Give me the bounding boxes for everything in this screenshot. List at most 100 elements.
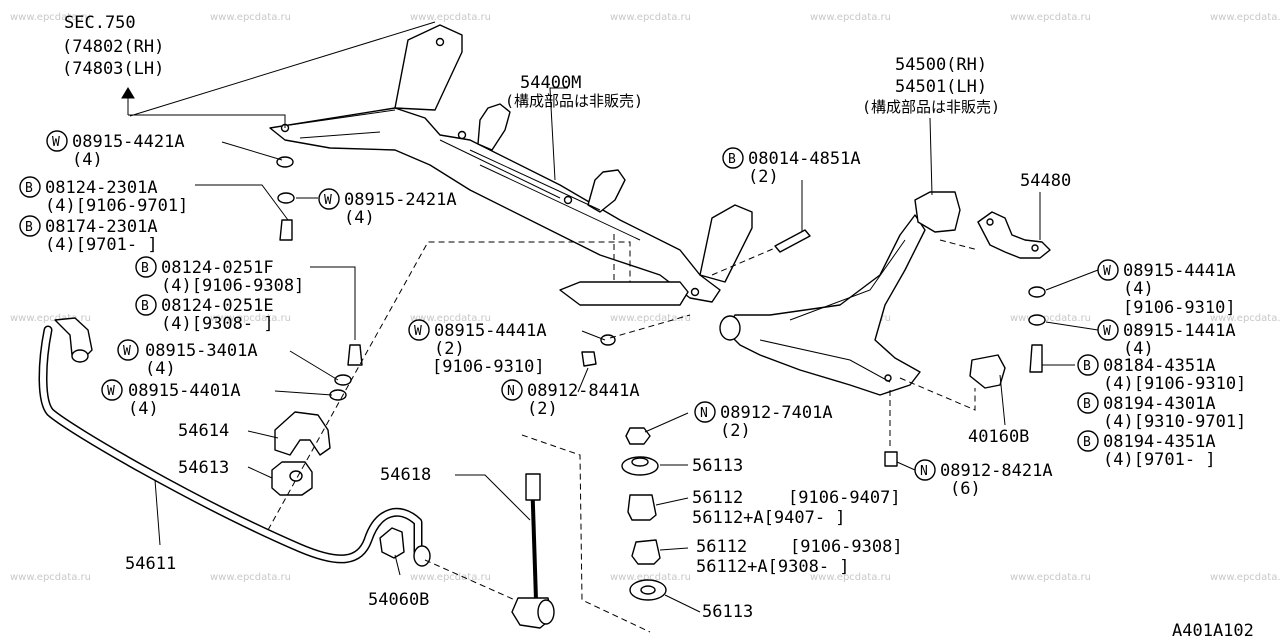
- svg-text:(4)[9701- ]: (4)[9701- ]: [45, 235, 158, 255]
- link-rod-drawing: [379, 473, 555, 629]
- svg-text:W: W: [324, 193, 332, 208]
- svg-text:08194-4351A: 08194-4351A: [1103, 432, 1216, 452]
- watermark: www.epcdata.ru: [1210, 572, 1280, 583]
- dashed-leaders: [267, 234, 979, 633]
- label-b-08124-0251f: B 08124-0251F (4)[9106-9308]: [135, 256, 304, 296]
- svg-text:08915-2421A: 08915-2421A: [344, 190, 457, 210]
- svg-text:(2): (2): [434, 339, 465, 359]
- watermarks: www.epcdata.ru www.epcdata.ru www.epcdat…: [10, 12, 1280, 583]
- crossmember-callout: 54400M (構成部品は非販売): [505, 73, 643, 110]
- svg-text:[9106-9310]: [9106-9310]: [1123, 298, 1236, 318]
- label-b-08194-4351a: B 08194-4351A (4)[9701- ]: [1077, 430, 1216, 470]
- svg-text:08124-0251E: 08124-0251E: [161, 296, 274, 316]
- svg-text:08124-2301A: 08124-2301A: [45, 178, 158, 198]
- label-b-08194-4301a: B 08194-4301A (4)[9310-9701]: [1077, 392, 1246, 432]
- sec-ref-rh: (74802(RH): [62, 37, 164, 57]
- sec-ref-line: SEC.750: [64, 13, 136, 33]
- label-w-08915-1441a: W 08915-1441A (4): [1097, 319, 1236, 359]
- svg-text:08915-4441A: 08915-4441A: [1123, 261, 1236, 281]
- svg-text:(4): (4): [1123, 279, 1154, 299]
- label-w-08915-4441a-right: W 08915-4441A (4) [9106-9310]: [1097, 259, 1236, 318]
- svg-text:B: B: [141, 261, 149, 276]
- svg-text:B: B: [1083, 359, 1091, 374]
- svg-text:W: W: [1103, 324, 1111, 339]
- svg-text:B: B: [1083, 435, 1091, 450]
- crossmember-drawing: [269, 24, 753, 306]
- svg-text:(4)[9308- ]: (4)[9308- ]: [161, 314, 274, 334]
- bracket-54480-drawing: [977, 211, 1051, 259]
- svg-text:B: B: [728, 152, 736, 167]
- part-56113-top-label: 56113: [692, 456, 743, 476]
- svg-text:56112: 56112: [696, 537, 747, 557]
- part-56113-bottom-label: 56113: [702, 602, 753, 622]
- svg-text:W: W: [107, 384, 115, 399]
- part-54614-label: 54614: [178, 421, 229, 441]
- label-b-08174-2301a: B 08174-2301A (4)[9701- ]: [19, 215, 158, 255]
- svg-text:(4): (4): [145, 359, 176, 379]
- bushing-clamp-drawing: [271, 411, 331, 496]
- stabilizer-bar-drawing: [38, 317, 431, 567]
- svg-text:[9106-9310]: [9106-9310]: [432, 357, 545, 377]
- label-n-08912-8441a: N 08912-8441A (2): [501, 379, 640, 419]
- label-n-08912-8421a: N 08912-8421A (6): [914, 459, 1053, 499]
- label-w-08915-4421a: W 08915-4421A (4): [46, 130, 185, 170]
- watermark: www.epcdata.ru: [410, 572, 491, 583]
- label-b-08014-4851a: B 08014-4851A (2): [722, 147, 861, 187]
- watermark: www.epcdata.ru: [1010, 12, 1091, 23]
- svg-text:08184-4351A: 08184-4351A: [1103, 356, 1216, 376]
- watermark: www.epcdata.ru: [410, 12, 491, 23]
- label-w-08915-4401a: W 08915-4401A (4): [101, 379, 241, 419]
- control-arm-lh: 54501(LH): [895, 77, 987, 97]
- label-b-08124-0251e: B 08124-0251E (4)[9308- ]: [135, 294, 274, 334]
- svg-text:B: B: [141, 299, 149, 314]
- svg-text:(4): (4): [344, 208, 375, 228]
- svg-text:08124-0251F: 08124-0251F: [161, 258, 274, 278]
- watermark: www.epcdata.ru: [10, 572, 91, 583]
- svg-text:56112: 56112: [692, 488, 743, 508]
- crossmember-note: (構成部品は非販売): [505, 92, 643, 110]
- watermark: www.epcdata.ru: [610, 572, 691, 583]
- svg-text:08912-8441A: 08912-8441A: [527, 381, 640, 401]
- sec-ref-lh: (74803(LH): [62, 59, 164, 79]
- watermark: www.epcdata.ru: [210, 572, 291, 583]
- part-40160b-label: 40160B: [968, 427, 1029, 447]
- svg-text:B: B: [25, 220, 33, 235]
- svg-text:08194-4301A: 08194-4301A: [1103, 394, 1216, 414]
- label-n-08912-7401a: N 08912-7401A (2): [694, 401, 833, 441]
- watermark: www.epcdata.ru: [10, 313, 91, 324]
- svg-text:[9106-9407]: [9106-9407]: [788, 488, 901, 508]
- label-b-08184-4351a: B 08184-4351A (4)[9106-9310]: [1077, 354, 1246, 394]
- svg-text:08014-4851A: 08014-4851A: [748, 149, 861, 169]
- watermark: www.epcdata.ru: [810, 572, 891, 583]
- watermark: www.epcdata.ru: [410, 313, 491, 324]
- svg-text:08912-8421A: 08912-8421A: [940, 461, 1053, 481]
- label-b-08124-2301a: B 08124-2301A (4)[9106-9701]: [19, 176, 188, 216]
- watermark: www.epcdata.ru: [1210, 313, 1280, 324]
- part-54613-label: 54613: [178, 458, 229, 478]
- svg-text:08915-4401A: 08915-4401A: [128, 381, 241, 401]
- svg-text:W: W: [1103, 264, 1111, 279]
- leader-lines: [121, 21, 1099, 613]
- svg-text:(4)[9106-9310]: (4)[9106-9310]: [1103, 374, 1246, 394]
- watermark: www.epcdata.ru: [1010, 572, 1091, 583]
- svg-text:56112+A[9308- ]: 56112+A[9308- ]: [696, 557, 850, 577]
- svg-text:N: N: [700, 406, 708, 421]
- watermark: www.epcdata.ru: [10, 12, 91, 23]
- bushing-stack-drawing: [621, 427, 667, 601]
- watermark: www.epcdata.ru: [1210, 12, 1280, 23]
- svg-text:W: W: [123, 344, 131, 359]
- watermark: www.epcdata.ru: [210, 12, 291, 23]
- control-arm-callout: 54500(RH) 54501(LH) (構成部品は非販売): [862, 55, 1000, 116]
- svg-text:N: N: [920, 464, 928, 479]
- svg-text:(4)[9310-9701]: (4)[9310-9701]: [1103, 412, 1246, 432]
- label-w-08915-2421a: W 08915-2421A (4): [318, 188, 457, 228]
- svg-text:08915-3401A: 08915-3401A: [145, 341, 258, 361]
- svg-text:(4)[9701- ]: (4)[9701- ]: [1103, 450, 1216, 470]
- label-56112-b: 56112 [9106-9308] 56112+A[9308- ]: [696, 537, 903, 577]
- svg-text:N: N: [507, 384, 515, 399]
- svg-text:(2): (2): [527, 399, 558, 419]
- svg-text:08912-7401A: 08912-7401A: [720, 403, 833, 423]
- svg-text:[9106-9308]: [9106-9308]: [790, 537, 903, 557]
- control-arm-rh: 54500(RH): [895, 55, 987, 75]
- sec-reference: SEC.750 (74802(RH) (74803(LH): [62, 13, 164, 79]
